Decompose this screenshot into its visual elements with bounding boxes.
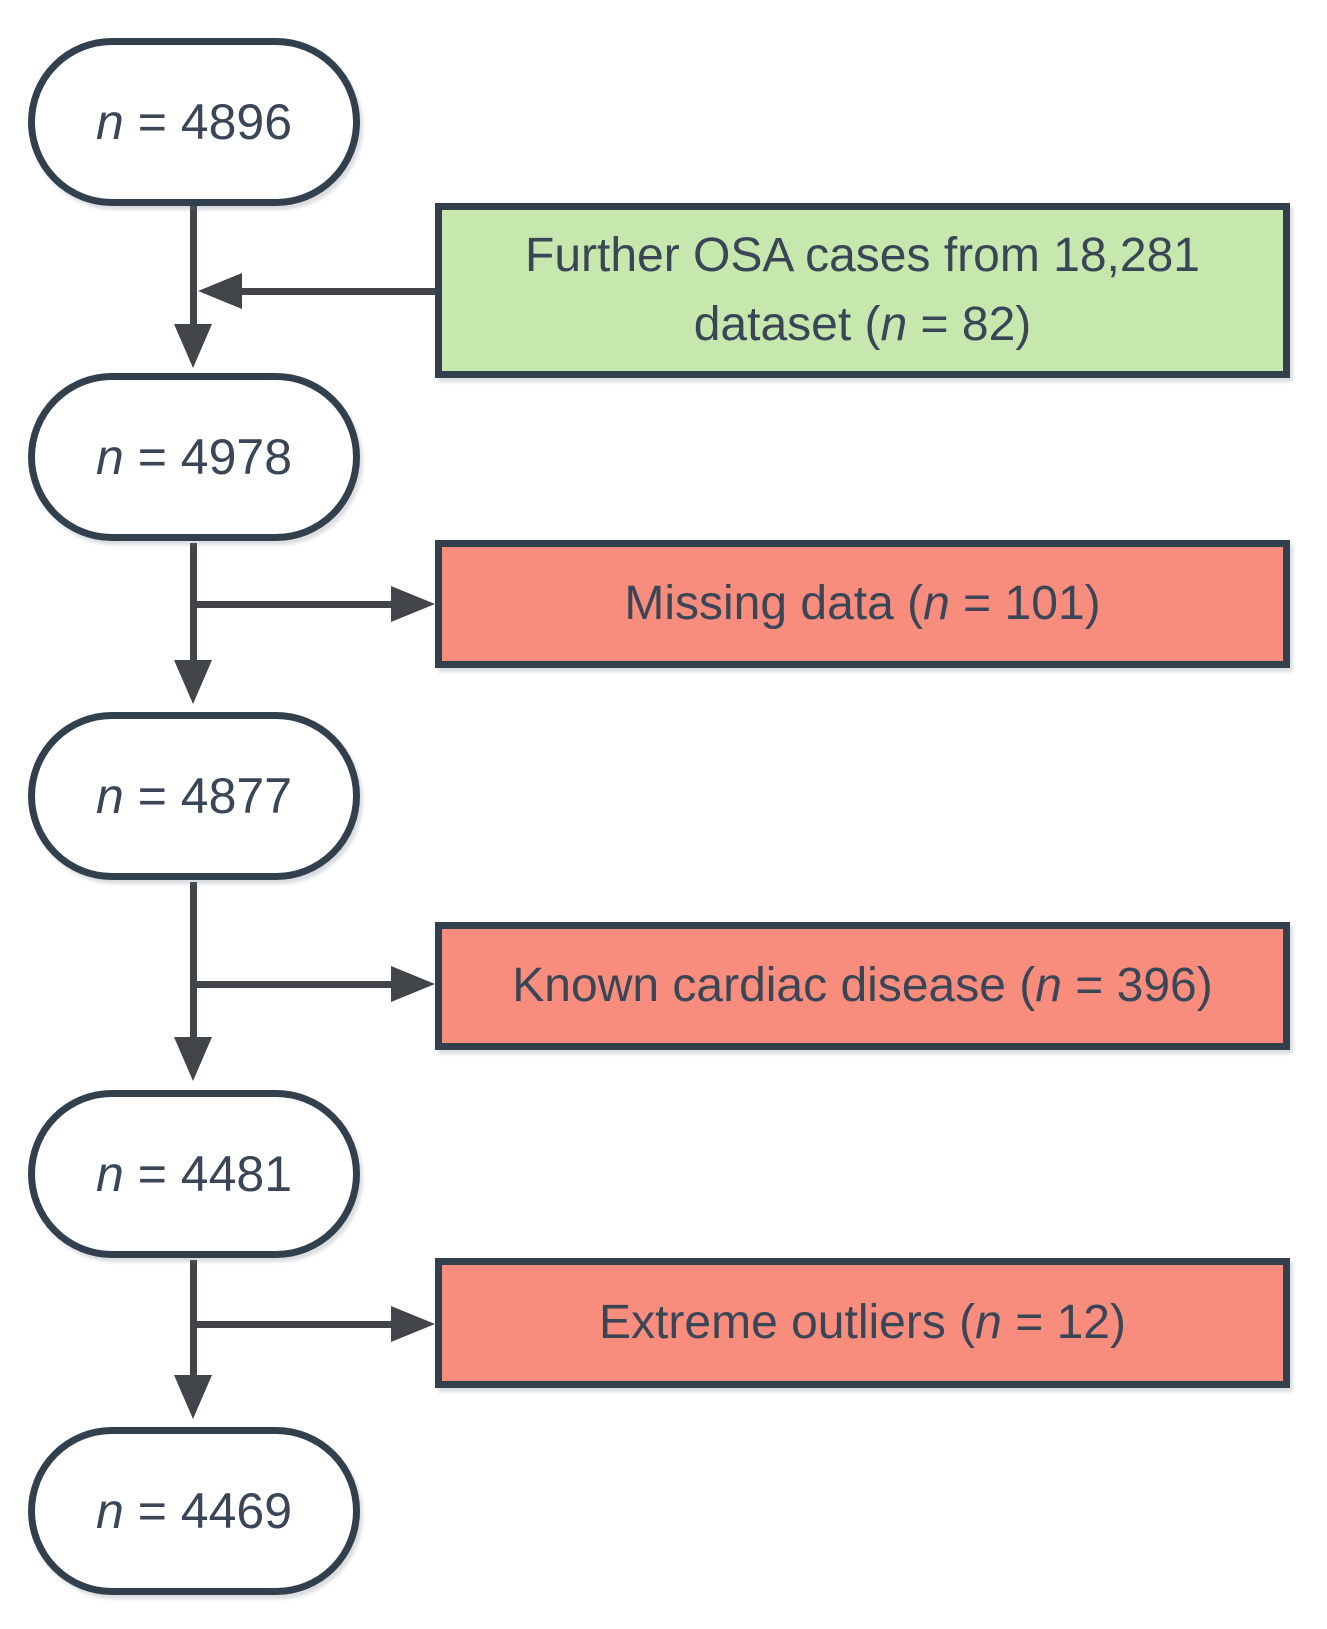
exclusion-box-missing-data: Missing data (n = 101) — [435, 540, 1290, 668]
n-symbol: n — [880, 297, 908, 351]
arrowhead-right-icon — [391, 1306, 435, 1342]
flow-node-3: n = 4877 — [28, 712, 360, 880]
n-value: = 4481 — [123, 1146, 293, 1202]
flow-node-1: n = 4896 — [28, 38, 360, 206]
text-after: = 101) — [949, 576, 1101, 630]
flow-node-label: n = 4481 — [96, 1145, 292, 1203]
exclusion-arrow-line-3 — [193, 1321, 393, 1328]
arrowhead-right-icon — [391, 966, 435, 1002]
n-symbol: n — [975, 1295, 1002, 1349]
exclusion-arrow-line-1 — [193, 601, 393, 608]
arrowhead-down-icon — [174, 660, 212, 704]
flow-node-4: n = 4481 — [28, 1090, 360, 1258]
text-after: = 82) — [907, 297, 1032, 351]
exclusion-box-cardiac-disease: Known cardiac disease (n = 396) — [435, 922, 1290, 1050]
n-symbol: n — [95, 1146, 124, 1202]
exclusion-arrow-line-2 — [193, 981, 393, 988]
arrowhead-down-icon — [174, 324, 212, 368]
n-value: = 4877 — [123, 768, 293, 824]
n-symbol: n — [95, 429, 124, 485]
text-before: Missing data ( — [624, 576, 924, 630]
flow-node-label: n = 4978 — [96, 428, 292, 486]
text-after: = 396) — [1061, 958, 1213, 1012]
connector-line-4 — [190, 1260, 197, 1378]
exclusion-box-label: Extreme outliers (n = 12) — [599, 1289, 1126, 1357]
flow-node-label: n = 4469 — [96, 1482, 292, 1540]
n-symbol: n — [95, 768, 124, 824]
inclusion-box-line1: Further OSA cases from 18,281 — [525, 229, 1200, 283]
exclusion-box-label: Known cardiac disease (n = 396) — [512, 952, 1212, 1020]
text-before: Extreme outliers ( — [599, 1295, 976, 1349]
n-value: = 4896 — [123, 94, 293, 150]
n-symbol: n — [95, 1483, 124, 1539]
inclusion-box: Further OSA cases from 18,281 dataset (n… — [435, 203, 1290, 378]
n-symbol: n — [923, 576, 950, 630]
flow-node-2: n = 4978 — [28, 373, 360, 541]
arrowhead-right-icon — [391, 586, 435, 622]
exclusion-box-extreme-outliers: Extreme outliers (n = 12) — [435, 1258, 1290, 1388]
connector-line-1 — [190, 205, 197, 327]
text-before: Known cardiac disease ( — [512, 958, 1036, 1012]
n-value: = 4469 — [123, 1483, 293, 1539]
connector-line-3 — [190, 882, 197, 1040]
inclusion-arrow-line — [238, 288, 435, 295]
text-after: = 12) — [1001, 1295, 1126, 1349]
arrowhead-down-icon — [174, 1375, 212, 1419]
flow-node-label: n = 4877 — [96, 767, 292, 825]
inclusion-box-line2: dataset (n = 82) — [694, 291, 1032, 359]
exclusion-box-label: Missing data (n = 101) — [624, 570, 1100, 638]
arrowhead-down-icon — [174, 1037, 212, 1081]
flow-node-label: n = 4896 — [96, 93, 292, 151]
n-symbol: n — [1035, 958, 1062, 1012]
flow-node-5: n = 4469 — [28, 1427, 360, 1595]
n-value: = 4978 — [123, 429, 293, 485]
n-symbol: n — [95, 94, 124, 150]
text-before: dataset ( — [693, 297, 881, 351]
arrowhead-left-icon — [198, 273, 242, 309]
